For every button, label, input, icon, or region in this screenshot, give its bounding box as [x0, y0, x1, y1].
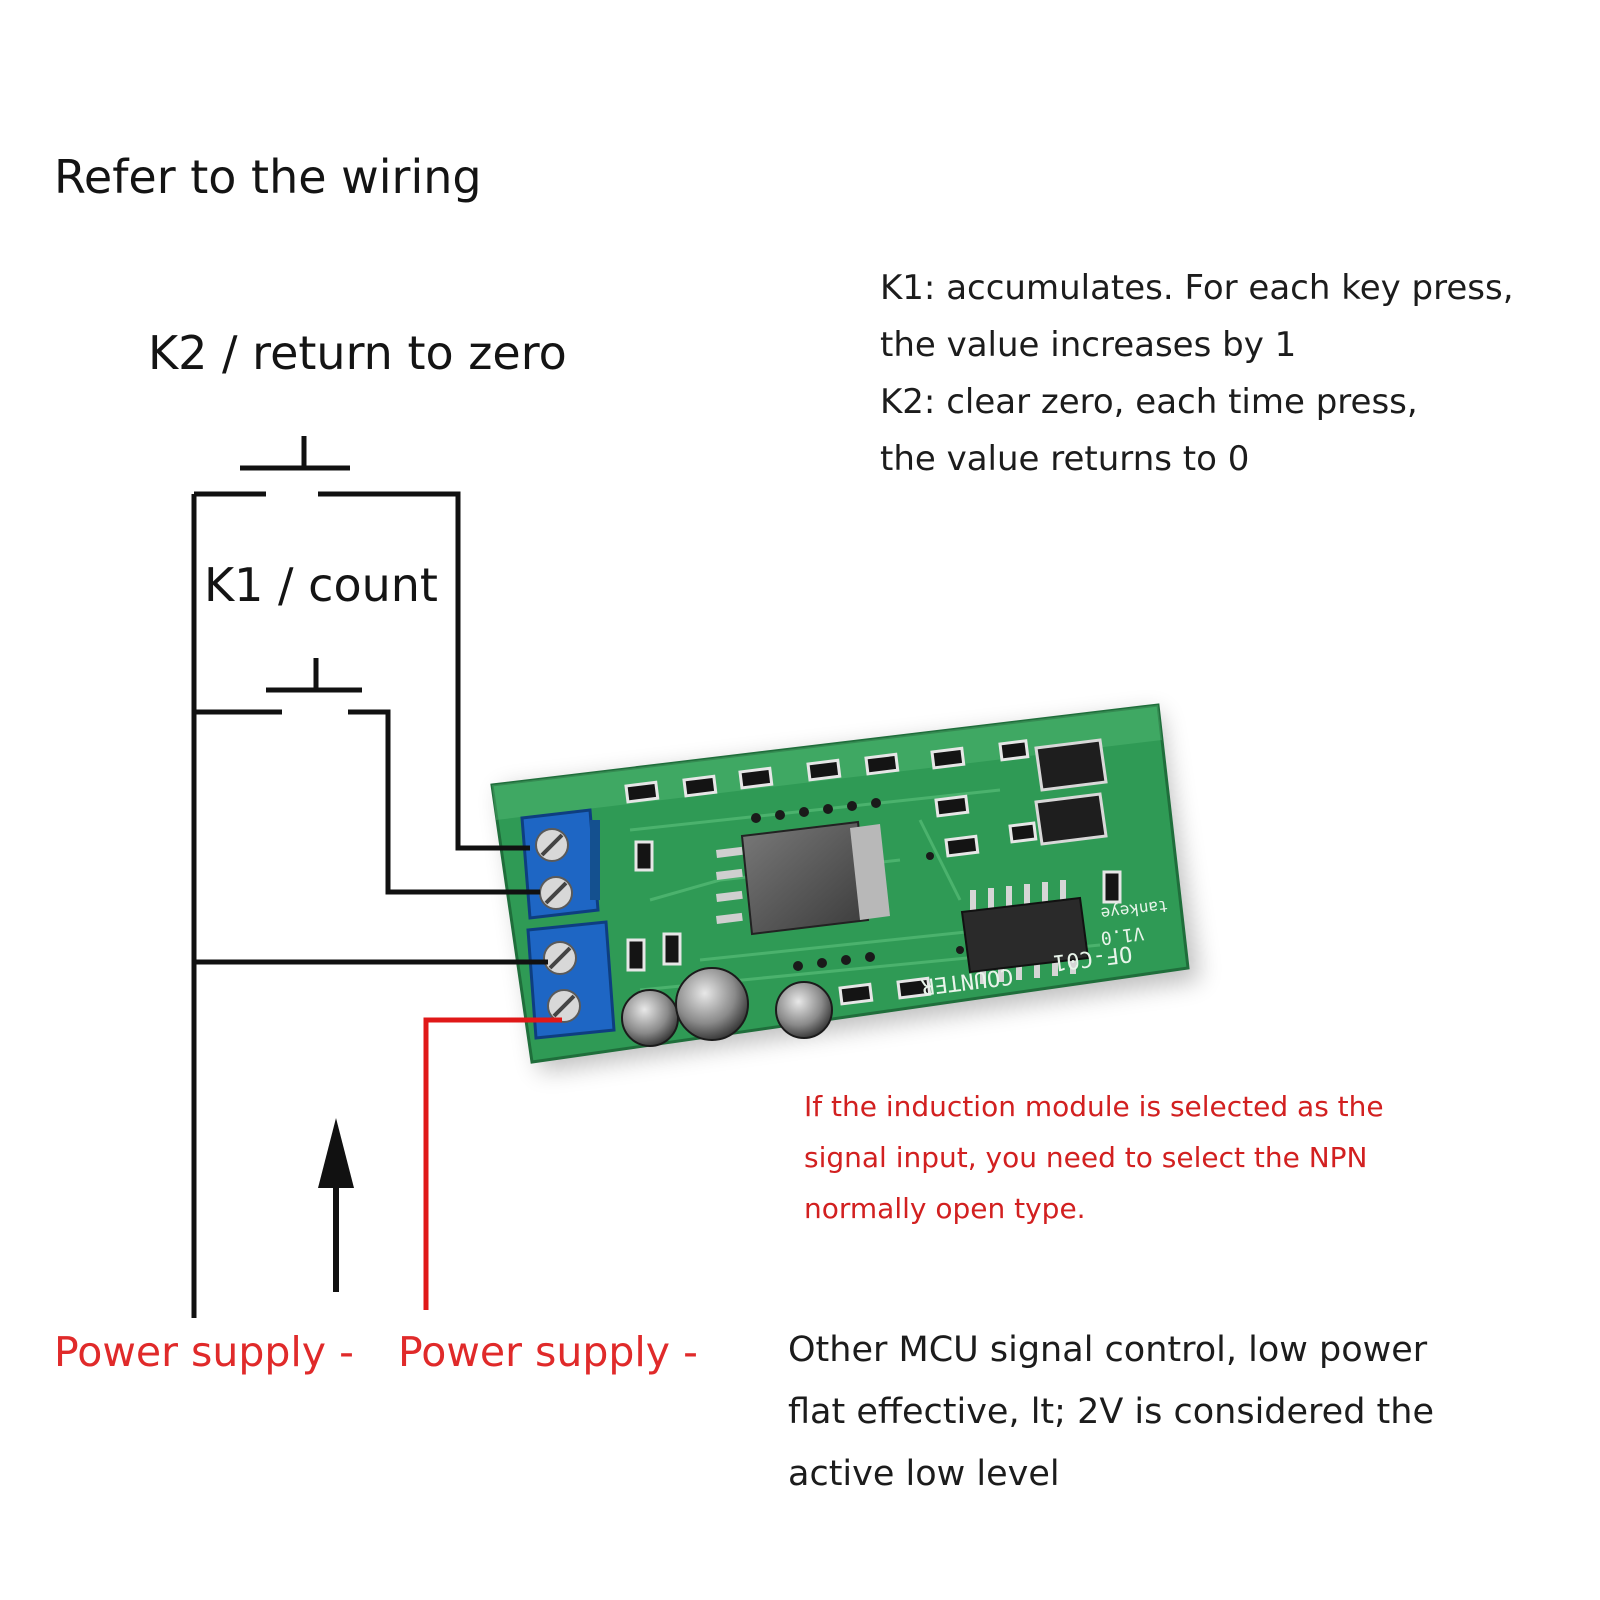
counter-module-board: OF-C01 COUNTER V1.0 tankeye: [490, 703, 1200, 1072]
k2-switch-label: K2 / return to zero: [148, 326, 567, 380]
via-holes: [751, 798, 964, 971]
power-supply-label-right: Power supply -: [398, 1328, 698, 1376]
board-version-silkscreen: V1.0: [1100, 922, 1146, 948]
microcontroller-ic-u2: [960, 880, 1090, 984]
instruction-line: the value returns to 0: [880, 439, 1250, 479]
terminal-block-power: [526, 920, 616, 1040]
page-title: Refer to the wiring: [54, 150, 482, 204]
optocoupler-u3: [1034, 792, 1108, 846]
power-wire: [423, 1017, 562, 1310]
induction-note-line: If the induction module is selected as t…: [804, 1090, 1384, 1123]
ground-wiring: [191, 491, 548, 1318]
k1-switch-label: K1 / count: [204, 558, 438, 612]
capacitor-large: [675, 967, 749, 1041]
induction-note-line: signal input, you need to select the NPN: [804, 1141, 1368, 1174]
power-supply-label-left: Power supply -: [54, 1328, 354, 1376]
k2-push-button-symbol: [240, 436, 350, 471]
terminal-block-signal: [520, 808, 600, 920]
instruction-line: the value increases by 1: [880, 325, 1297, 365]
up-arrow-icon: [318, 1118, 354, 1292]
voltage-regulator-chip: [715, 820, 890, 936]
mcu-note-line: active low level: [788, 1454, 1060, 1494]
smd-resistors: [624, 739, 1122, 1006]
instruction-line: K1: accumulates. For each key press,: [880, 268, 1514, 308]
mcu-note-line: flat effective, lt; 2V is considered the: [788, 1392, 1434, 1432]
mcu-note-line: Other MCU signal control, low power: [788, 1330, 1428, 1370]
k1-push-button-symbol: [266, 658, 362, 693]
induction-note-line: normally open type.: [804, 1192, 1086, 1225]
optocoupler-u4: [1034, 738, 1108, 792]
capacitor-small: [775, 981, 833, 1039]
capacitor-c1: [621, 989, 679, 1047]
instruction-line: K2: clear zero, each time press,: [880, 382, 1418, 422]
